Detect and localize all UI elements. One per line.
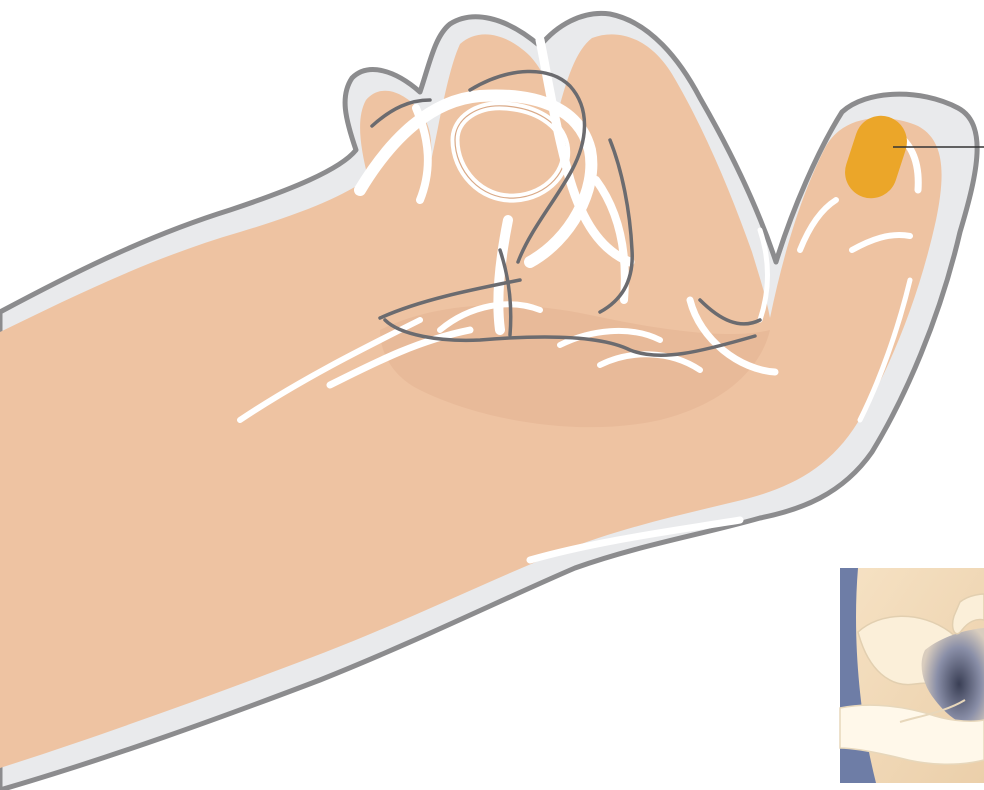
inset-illustration <box>840 568 984 783</box>
hand <box>0 34 942 768</box>
thumb-nail <box>455 106 566 198</box>
